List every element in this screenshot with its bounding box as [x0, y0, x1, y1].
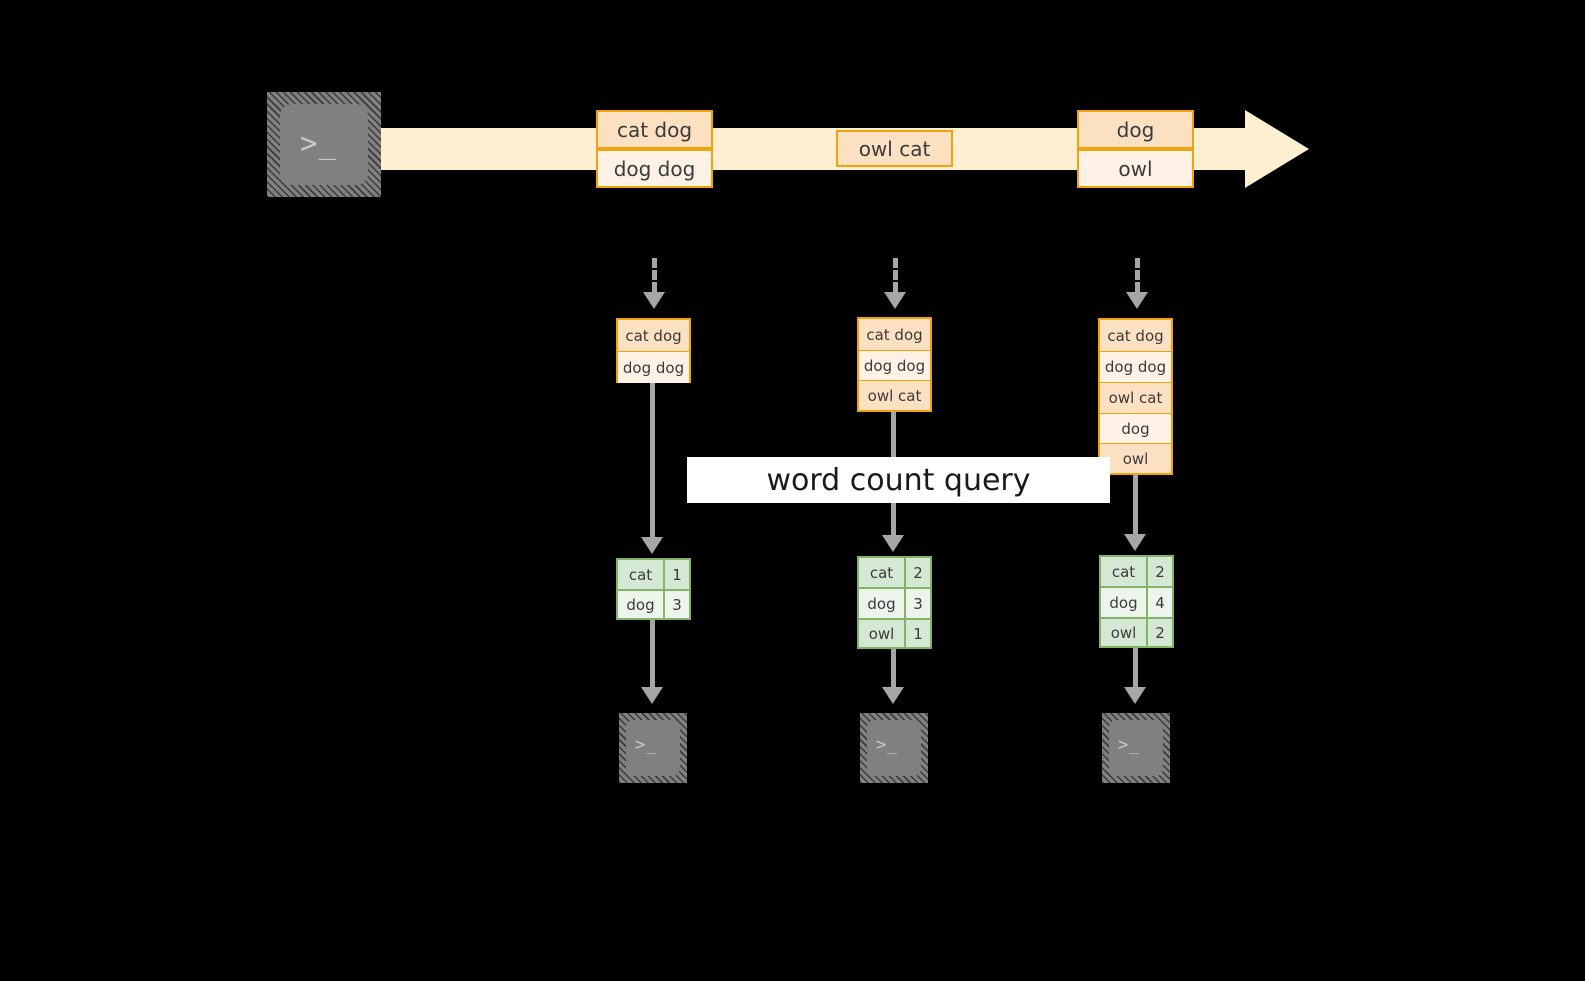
- result-count-cell: 2: [1148, 557, 1172, 586]
- stream-record-2-line-1: owl cat: [836, 130, 953, 167]
- snapshot-1-query-line: [650, 383, 655, 544]
- snapshot-2-output-line: [891, 649, 896, 692]
- terminal-prompt-glyph: >_: [1118, 735, 1140, 755]
- terminal-prompt-glyph: >_: [635, 735, 657, 755]
- producer-terminal-icon: >_: [267, 92, 381, 197]
- result-count-cell: 2: [1148, 619, 1172, 646]
- result-count-cell: 1: [906, 620, 930, 647]
- snapshot-2-tap-line: [893, 258, 898, 292]
- result-word-cell: owl: [1101, 619, 1148, 646]
- table-row: dog 4: [1101, 588, 1172, 619]
- snapshot-1-stack-row: cat dog: [618, 320, 689, 352]
- snapshot-3-tap-arrowhead: [1126, 292, 1148, 309]
- stream-record-3-line-2: owl: [1077, 149, 1194, 188]
- snapshot-3-stack-row: dog: [1100, 414, 1171, 444]
- icon-body: [280, 104, 368, 185]
- snapshot-3-tap-line: [1135, 258, 1140, 292]
- snapshot-2-consumer-terminal-icon: >_: [860, 713, 928, 783]
- table-row: dog 3: [859, 589, 930, 620]
- snapshot-3-stack-row: dog dog: [1100, 352, 1171, 383]
- result-count-cell: 2: [906, 558, 930, 587]
- stream-record-1-line-1: cat dog: [596, 110, 713, 149]
- result-count-cell: 1: [665, 560, 689, 589]
- table-row: cat 2: [1101, 557, 1172, 588]
- snapshot-2-stack-row: dog dog: [859, 351, 930, 381]
- snapshot-2-stack-row: owl cat: [859, 381, 930, 410]
- table-row: dog 3: [618, 591, 689, 618]
- table-row: owl 2: [1101, 619, 1172, 646]
- snapshot-1-output-line: [650, 620, 655, 692]
- table-row: cat 2: [859, 558, 930, 589]
- snapshot-1-query-arrowhead: [641, 537, 663, 554]
- snapshot-2-tap-arrowhead: [884, 292, 906, 309]
- snapshot-3-output-line: [1133, 648, 1138, 692]
- result-count-cell: 3: [906, 589, 930, 618]
- snapshot-1-tap-arrowhead: [643, 292, 665, 309]
- result-word-cell: dog: [859, 589, 906, 618]
- snapshot-3-query-arrowhead: [1124, 534, 1146, 551]
- snapshot-3-output-arrowhead: [1124, 687, 1146, 704]
- query-banner-label: word count query: [687, 457, 1110, 503]
- table-row: cat 1: [618, 560, 689, 591]
- result-count-cell: 3: [665, 591, 689, 618]
- snapshot-2-stack-row: cat dog: [859, 319, 930, 351]
- stream-record-3-line-1: dog: [1077, 110, 1194, 149]
- snapshot-3-stack-row: owl cat: [1100, 383, 1171, 414]
- snapshot-2-stack: cat dog dog dog owl cat: [857, 317, 932, 412]
- snapshot-3-stack-row: owl: [1100, 444, 1171, 473]
- icon-body: [626, 720, 680, 776]
- snapshot-3-consumer-terminal-icon: >_: [1102, 713, 1170, 783]
- snapshot-2-output-arrowhead: [882, 687, 904, 704]
- snapshot-1-stack: cat dog dog dog: [616, 318, 691, 383]
- terminal-prompt-glyph: >_: [876, 735, 898, 755]
- result-count-cell: 4: [1148, 588, 1172, 617]
- snapshot-3-result-table: cat 2 dog 4 owl 2: [1099, 555, 1174, 648]
- icon-body: [867, 720, 921, 776]
- terminal-prompt-glyph: >_: [300, 126, 338, 160]
- snapshot-1-tap-line: [652, 258, 657, 292]
- icon-body: [1109, 720, 1163, 776]
- snapshot-3-stack-row: cat dog: [1100, 320, 1171, 352]
- result-word-cell: cat: [859, 558, 906, 587]
- snapshot-3-query-line: [1133, 475, 1138, 542]
- snapshot-1-consumer-terminal-icon: >_: [619, 713, 687, 783]
- snapshot-1-output-arrowhead: [641, 687, 663, 704]
- result-word-cell: dog: [1101, 588, 1148, 617]
- snapshot-2-result-table: cat 2 dog 3 owl 1: [857, 556, 932, 649]
- result-word-cell: dog: [618, 591, 665, 618]
- stream-record-1-line-2: dog dog: [596, 149, 713, 188]
- snapshot-1-stack-row: dog dog: [618, 352, 689, 383]
- snapshot-1-result-table: cat 1 dog 3: [616, 558, 691, 620]
- result-word-cell: owl: [859, 620, 906, 647]
- snapshot-2-query-arrowhead: [882, 535, 904, 552]
- snapshot-3-stack: cat dog dog dog owl cat dog owl: [1098, 318, 1173, 475]
- result-word-cell: cat: [1101, 557, 1148, 586]
- result-word-cell: cat: [618, 560, 665, 589]
- table-row: owl 1: [859, 620, 930, 647]
